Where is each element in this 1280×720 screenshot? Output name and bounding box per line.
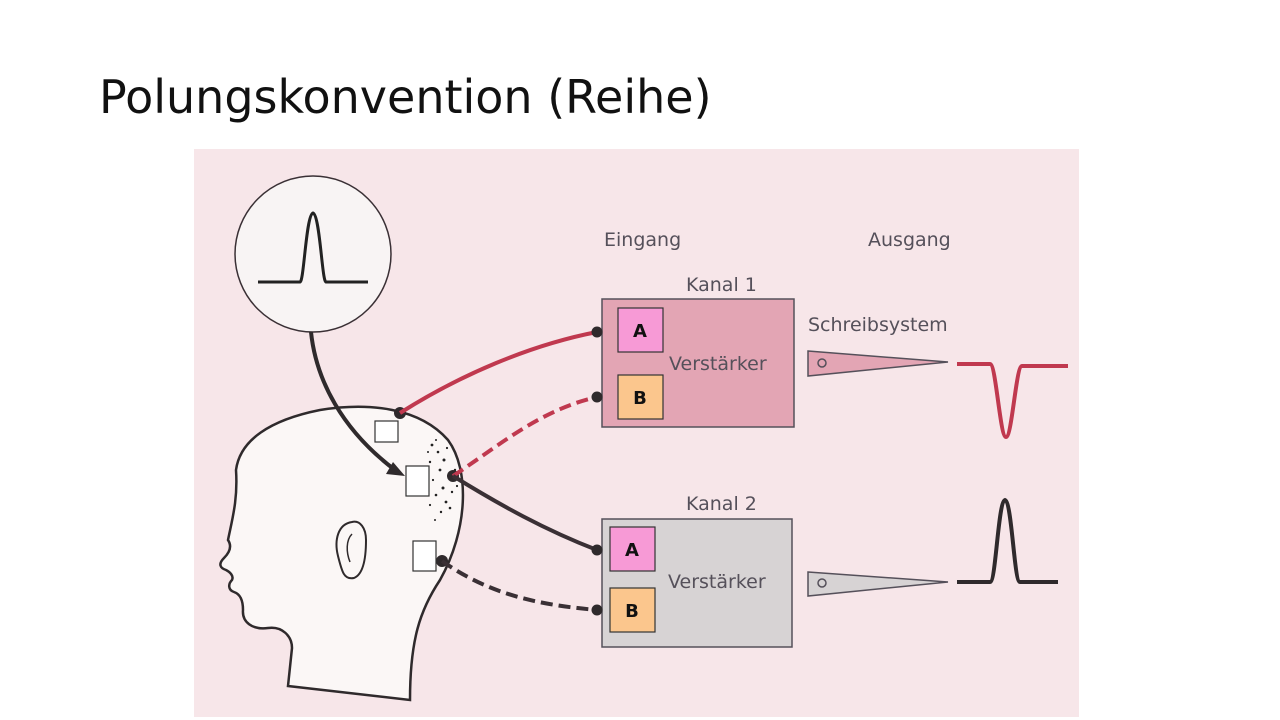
channel-2-input-b-box <box>609 587 656 633</box>
channel-1-amplifier-label: Verstärker <box>669 353 767 375</box>
channel-1-input-a-terminal <box>591 326 603 338</box>
channel-2-input-a-label: A <box>625 540 639 561</box>
channel-2-input-b-terminal <box>591 604 603 616</box>
ear <box>335 520 368 580</box>
channel-2-input-a-terminal <box>591 544 603 556</box>
source-potential-circle <box>234 175 392 333</box>
channel-1-output-trace <box>957 362 1068 440</box>
generator-arrow <box>309 331 397 472</box>
output-label: Ausgang <box>868 229 951 251</box>
channel-2-pen <box>807 571 949 597</box>
input-label: Eingang <box>604 229 681 251</box>
channel-1-pen <box>807 350 949 377</box>
channel-2-wire-b <box>440 559 598 612</box>
generator-arrowhead <box>386 462 405 476</box>
electrode-label-box-2 <box>405 465 430 497</box>
channel-1-input-b-box <box>617 374 664 420</box>
channel-2-title: Kanal 2 <box>686 493 757 515</box>
channel-1-input-a-box <box>617 307 664 353</box>
channel-1-title: Kanal 1 <box>686 274 757 296</box>
channel-1-wire-b <box>451 395 598 478</box>
channel-2-input-a-box <box>609 526 656 572</box>
channel-1-input-b-terminal <box>591 391 603 403</box>
channel-2-amplifier-label: Verstärker <box>668 571 766 593</box>
electrode-label-box-3 <box>412 540 437 572</box>
channel-2-input-b-label: B <box>625 601 639 622</box>
channel-2-output-trace <box>957 497 1058 584</box>
channel-2-wire-a <box>451 474 598 552</box>
channel-1-wire-a <box>398 330 598 415</box>
ear-inner <box>346 533 353 563</box>
writer-system-label: Schreibsystem <box>808 314 948 336</box>
slide-title: Polungskonvention (Reihe) <box>99 70 712 124</box>
positive-peak-waveform <box>258 211 368 284</box>
channel-1-input-b-label: B <box>633 388 647 409</box>
channel-1-input-a-label: A <box>633 321 647 342</box>
electrode-label-box-1 <box>374 420 399 443</box>
